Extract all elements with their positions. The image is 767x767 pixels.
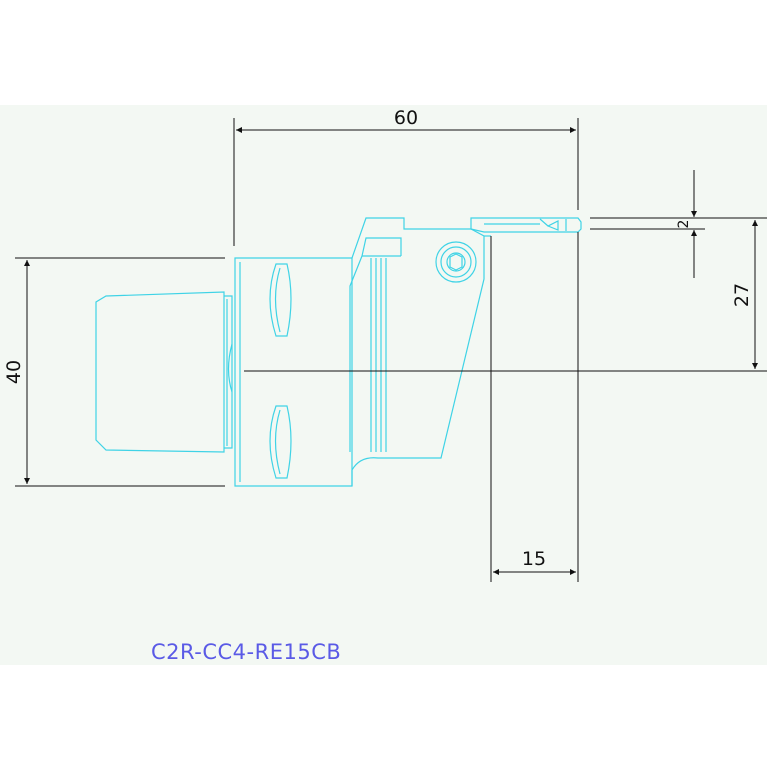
label-offset: 15: [522, 548, 546, 570]
clamp-screw: [435, 241, 477, 283]
label-centerline-height: 27: [731, 283, 753, 307]
dimension-insert-width: [590, 170, 705, 278]
dimension-offset: [490, 232, 579, 582]
coupling-head: [95, 291, 233, 453]
dimension-labels: 60 40 2 27 15: [3, 107, 753, 570]
label-insert-width: 2: [676, 220, 692, 229]
shank-body: [234, 257, 353, 487]
drawing-sheet: [0, 105, 767, 665]
part-code-label: C2R-CC4-RE15CB: [151, 640, 342, 664]
dimension-lines: [15, 118, 767, 582]
label-body-height: 40: [3, 360, 25, 384]
dimension-overall-length: [233, 118, 579, 246]
dimension-centerline-height: [244, 217, 767, 372]
label-overall-length: 60: [394, 107, 418, 129]
dimension-body-height: [15, 257, 225, 487]
tool-outline: [95, 217, 582, 487]
blade-holder: [349, 217, 485, 486]
cutting-insert: [470, 217, 582, 237]
